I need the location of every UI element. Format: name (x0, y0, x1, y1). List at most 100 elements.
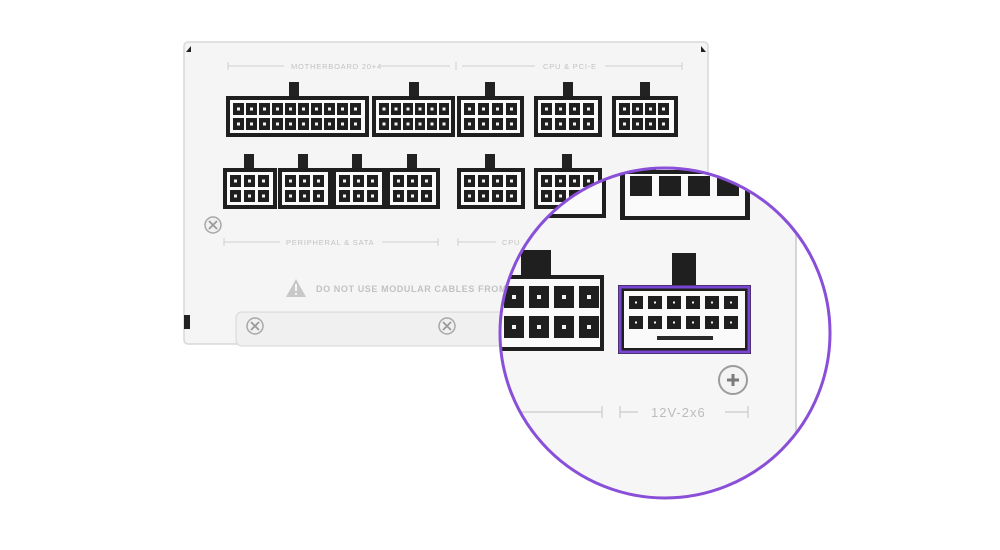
connector-pin (659, 176, 681, 196)
connector-pin-dot (263, 107, 266, 111)
connector-pin-dot (711, 321, 713, 324)
connector-pin-dot (317, 194, 320, 198)
connector-pin-dot (636, 107, 639, 111)
connector-pin-dot (468, 179, 471, 183)
connector-pin-dot (354, 107, 357, 111)
connector-pin-dot (406, 107, 410, 111)
cpu-connector-1 (457, 82, 524, 137)
connector-pin-dot (587, 295, 591, 299)
zoom-screw-icon (718, 365, 748, 395)
connector-pin-dot (537, 295, 541, 299)
peripheral-connector-1 (223, 154, 277, 209)
connector-pin-dot (623, 107, 626, 111)
connector-pin-dot (289, 194, 292, 198)
connector-pin-dot (482, 107, 485, 111)
connector-pin-dot (411, 179, 414, 183)
connector-pin-dot (662, 107, 665, 111)
connector-pin-dot (730, 301, 732, 304)
connector-pin-dot (673, 301, 675, 304)
screw-bottom-left-icon (246, 317, 264, 335)
connector-pin-dot (468, 107, 471, 111)
connector-pin-dot (559, 122, 562, 126)
connector-pin-dot (430, 122, 434, 126)
connector-pin-dot (237, 122, 240, 126)
connector-pin-dot (562, 295, 566, 299)
zoom-circle-outline (498, 166, 832, 500)
connector-pin-dot (341, 122, 344, 126)
connector-pin-dot (587, 122, 590, 126)
label-cpu-pcie-group: CPU & PCI-E (462, 62, 683, 71)
connector-pin-dot (442, 122, 446, 126)
connector-pin-dot (442, 107, 446, 111)
connector-pin-dot (276, 107, 279, 111)
warning-text: DO NOT USE MODULAR CABLES FROM OT (316, 284, 524, 294)
connector-pin-dot (635, 321, 637, 324)
connector-pin-dot (510, 107, 513, 111)
connector-pin-dot (730, 321, 732, 324)
connector-pin-dot (382, 107, 386, 111)
connector-pin-dot (649, 107, 652, 111)
connector-pin-dot (692, 301, 694, 304)
peripheral-connector-3 (332, 154, 386, 209)
connector-pin-dot (559, 107, 562, 111)
connector-pin-dot (397, 194, 400, 198)
connector-pin-dot (289, 122, 292, 126)
connector-pin-dot (512, 295, 516, 299)
connector-pin-dot (302, 107, 305, 111)
connector-pin-dot (262, 194, 265, 198)
connector-pin-dot (303, 179, 306, 183)
zoom-connector-top-right (620, 168, 750, 220)
connector-pin (688, 176, 710, 196)
connector-pin-dot (341, 107, 344, 111)
warning-triangle-icon (286, 279, 306, 297)
connector-pin-dot (510, 179, 513, 183)
screw-bottom-middle-icon (438, 317, 456, 335)
label-motherboard: MOTHERBOARD 20+4 (291, 62, 382, 71)
connector-pin-dot (562, 325, 566, 329)
connector-pin-dot (654, 321, 656, 324)
connector-pin-dot (662, 122, 665, 126)
connector-pin-dot (425, 194, 428, 198)
connector-pin-dot (382, 122, 386, 126)
connector-pin-dot (317, 179, 320, 183)
connector-pin-dot (482, 179, 485, 183)
connector-pin-dot (573, 122, 576, 126)
connector-pin-dot (371, 179, 374, 183)
connector-pin-dot (328, 122, 331, 126)
zoom-pcie-connector (500, 250, 604, 351)
connector-pin-dot (234, 194, 237, 198)
connector-pin-dot (262, 179, 265, 183)
label-peripheral: PERIPHERAL & SATA (286, 238, 374, 247)
connector-pin-dot (654, 301, 656, 304)
connector-pin-dot (545, 194, 548, 198)
connector-pin-dot (623, 122, 626, 126)
label-motherboard-group: MOTHERBOARD 20+4 (227, 62, 457, 71)
connector-pin-dot (587, 107, 590, 111)
connector-pin-dot (545, 107, 548, 111)
connector-pin-dot (496, 107, 499, 111)
connector-pin-dot (692, 321, 694, 324)
connector-pin-dot (468, 122, 471, 126)
connector-pin-dot (357, 194, 360, 198)
connector-pin-dot (496, 179, 499, 183)
connector-pin-dot (425, 179, 428, 183)
connector-pin-dot (545, 179, 548, 183)
connector-pin-dot (250, 122, 253, 126)
connector-pin-dot (587, 325, 591, 329)
zoom-label-row: 12V-2x6 (520, 405, 749, 420)
zoom-label-12v-2x6: 12V-2x6 (651, 405, 706, 420)
cpu-connector-2 (457, 154, 525, 209)
connector-pin-dot (343, 194, 346, 198)
connector-pin-dot (411, 194, 414, 198)
pcie-connector-2 (612, 82, 678, 137)
connector-pin-dot (237, 107, 240, 111)
connector-pin-dot (394, 107, 398, 111)
connector-pin-dot (328, 107, 331, 111)
connector-pin-dot (315, 107, 318, 111)
connector-pin (630, 176, 652, 196)
connector-pin-dot (302, 122, 305, 126)
connector-pin-dot (673, 321, 675, 324)
screw-left-icon (204, 216, 222, 234)
